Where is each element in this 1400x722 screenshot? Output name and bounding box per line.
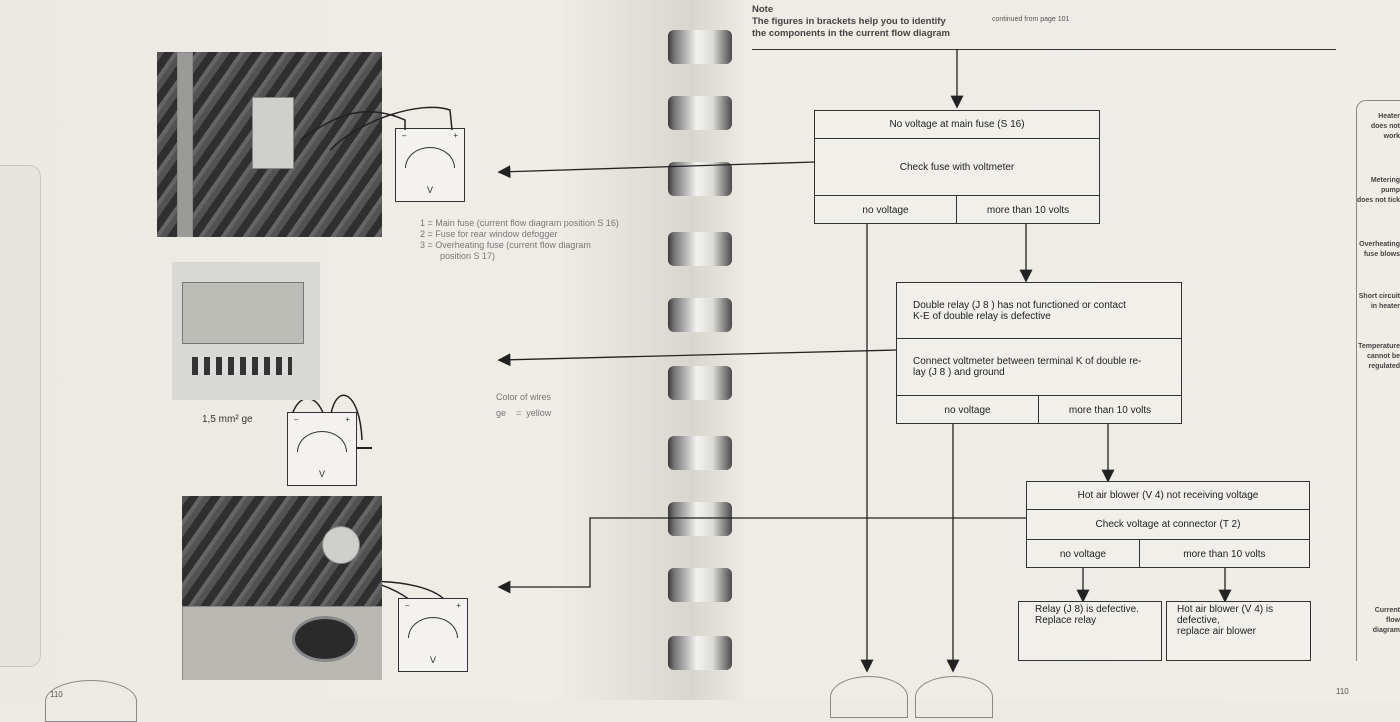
result-relay-line-1: Relay (J 8) is defective. xyxy=(1035,604,1139,615)
bottom-round-tab-1 xyxy=(830,676,908,718)
step-3-block: Hot air blower (V 4) not receiving volta… xyxy=(1026,481,1310,568)
binding-coil xyxy=(668,96,732,130)
double-relay-photo xyxy=(172,262,320,400)
legend-line-1: 1 = Main fuse (current flow diagram posi… xyxy=(420,218,619,228)
voltmeter-1: –+ V xyxy=(395,128,465,202)
result-blower-line-1: Hot air blower (V 4) is xyxy=(1177,604,1274,615)
blower-connector-photo xyxy=(182,496,382,680)
wire-size-label: 1,5 mm² ge xyxy=(202,414,253,425)
binding-coil xyxy=(668,298,732,332)
binding-coil xyxy=(668,502,732,536)
legend-line-2: 2 = Fuse for rear window defogger xyxy=(420,229,558,239)
voltmeter-3: –+ V xyxy=(398,598,468,672)
step-2-condition: Double relay (J 8 ) has not functioned o… xyxy=(897,283,1181,339)
step-2-condition-line-1: Double relay (J 8 ) has not functioned o… xyxy=(913,299,1126,311)
result-blower-line-3: replace air blower xyxy=(1177,626,1256,637)
note-block: Note The figures in brackets help you to… xyxy=(752,4,950,40)
legend-line-3: 3 = Overheating fuse (current flow diagr… xyxy=(420,240,591,250)
voltmeter-2: –+ V xyxy=(287,412,357,486)
left-page-number: 110 xyxy=(50,690,63,699)
step-1-no-voltage: no voltage xyxy=(815,196,957,224)
page-edge-tab xyxy=(0,165,41,667)
step-1-block: No voltage at main fuse (S 16) Check fus… xyxy=(814,110,1100,224)
result-blower-defective: Hot air blower (V 4) is defective, repla… xyxy=(1166,601,1311,661)
step-1-more-than-10: more than 10 volts xyxy=(986,204,1070,216)
result-blower-line-2: defective, xyxy=(1177,615,1220,626)
step-2-more-than-10: more than 10 volts xyxy=(1068,404,1152,416)
step-3-action: Check voltage at connector (T 2) xyxy=(1027,510,1309,540)
binding-coil xyxy=(668,30,732,64)
step-1-condition: No voltage at main fuse (S 16) xyxy=(815,111,1099,139)
step-2-action-line-2: lay (J 8 ) and ground xyxy=(913,367,1005,378)
binding-coil xyxy=(668,436,732,470)
step-3-no-voltage: no voltage xyxy=(1027,540,1140,568)
binding-coil xyxy=(668,162,732,196)
step-2-block: Double relay (J 8 ) has not functioned o… xyxy=(896,282,1182,424)
result-relay-line-2: Replace relay xyxy=(1035,615,1097,626)
step-1-action: Check fuse with voltmeter xyxy=(815,139,1099,196)
wire-colors-entry: ge = yellow xyxy=(496,408,552,418)
binding-coil xyxy=(668,366,732,400)
binding-coil xyxy=(668,636,732,670)
step-2-action-line-1: Connect voltmeter between terminal K of … xyxy=(913,356,1142,367)
binding-coil xyxy=(668,232,732,266)
legend-line-4: position S 17) xyxy=(420,251,496,261)
step-2-condition-line-2: K-E of double relay is defective xyxy=(913,310,1051,322)
result-blower-text: Hot air blower (V 4) is defective, repla… xyxy=(1167,602,1310,660)
step-3-more-than-10: more than 10 volts xyxy=(1183,548,1266,560)
fuse-box-photo xyxy=(157,52,382,237)
step-2-no-voltage: no voltage xyxy=(897,396,1039,424)
bottom-round-tab-2 xyxy=(915,676,993,718)
result-relay-defective: Relay (J 8) is defective. Replace relay xyxy=(1018,601,1162,661)
result-relay-text: Relay (J 8) is defective. Replace relay xyxy=(1019,602,1161,660)
header-rule xyxy=(752,49,1336,50)
binding-coil xyxy=(668,568,732,602)
continued-note: continued from page 101 xyxy=(992,16,1070,23)
flow-connectors xyxy=(497,49,1232,673)
side-tab-edge xyxy=(1356,100,1400,661)
right-page-number: 110 xyxy=(1336,687,1349,696)
note-title: Note xyxy=(752,4,774,15)
wire-colors-title: Color of wires xyxy=(496,392,552,402)
note-text-2: the components in the current flow diagr… xyxy=(752,28,950,39)
step-3-condition: Hot air blower (V 4) not receiving volta… xyxy=(1027,482,1309,510)
step-2-action: Connect voltmeter between terminal K of … xyxy=(897,339,1181,396)
note-text-1: The figures in brackets help you to iden… xyxy=(752,16,946,27)
